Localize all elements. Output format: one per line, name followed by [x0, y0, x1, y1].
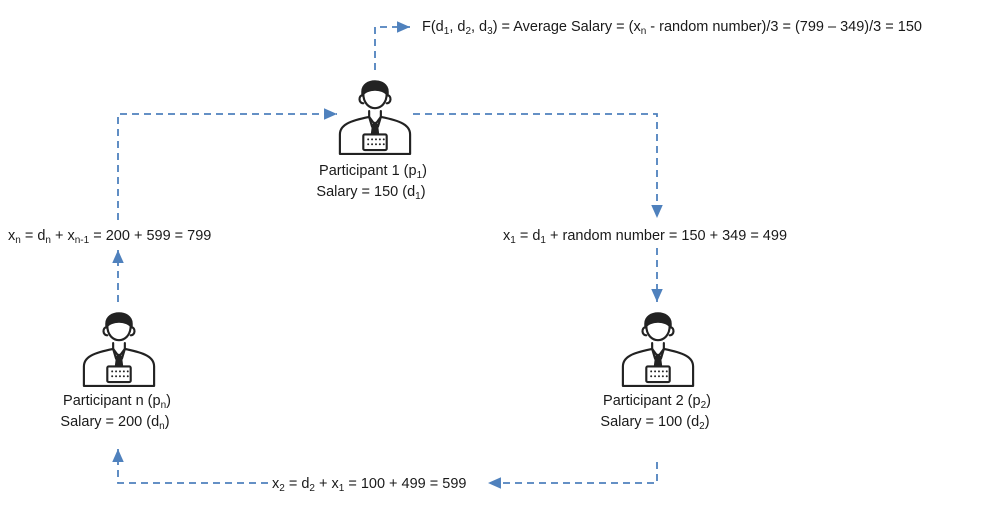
x1-formula: x1 = d1 + random number = 150 + 349 = 49… — [503, 228, 788, 246]
participant-1-salary: Salary = 150 (d1) — [316, 184, 426, 202]
connector-p1-to-x1 — [413, 113, 663, 218]
participant-2-name: Participant 2 (p2) — [603, 393, 711, 411]
participant-2-salary: Salary = 100 (d2) — [600, 414, 710, 432]
participant-1-name: Participant 1 (p1) — [319, 163, 427, 181]
participant-n-name: Participant n (pn) — [63, 393, 171, 411]
x2-formula: x2 = d2 + x1 = 100 + 499 = 599 — [272, 476, 467, 494]
average-salary-formula: F(d1, d2, d3) = Average Salary = (xn - r… — [422, 19, 922, 37]
xn-formula: xn = dn + xn-1 = 200 + 599 = 799 — [8, 228, 212, 246]
businessman-icon — [621, 312, 695, 388]
connector-p2-to-x2 — [488, 462, 658, 489]
businessman-icon — [82, 312, 156, 388]
connector-x2-to-pn — [112, 449, 268, 484]
participant-n-salary: Salary = 200 (dn) — [60, 414, 170, 432]
businessman-icon — [338, 80, 412, 156]
connector-xn-to-p1 — [117, 108, 337, 220]
connector-p1-to-formula — [374, 21, 410, 70]
